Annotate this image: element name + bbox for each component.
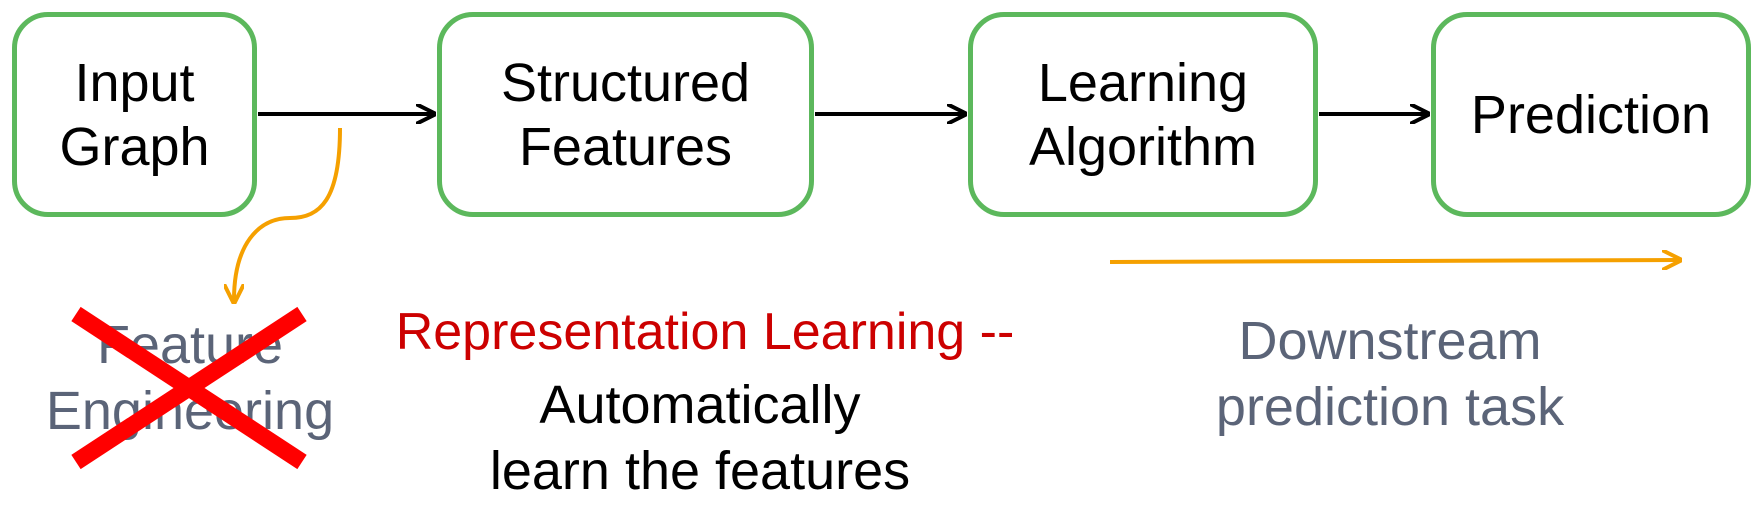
representation-learning-line1: Automatically [539,375,861,435]
learning-algorithm-box: Learning Algorithm [968,12,1318,217]
learning-algorithm-line2: Algorithm [1028,116,1258,177]
input-graph-line1: Input [74,52,195,113]
structured-features-line2: Features [518,116,733,177]
representation-learning-description: Automatically learn the features [440,372,960,504]
learning-algorithm-line1: Learning [1037,52,1249,113]
prediction-box: Prediction [1431,12,1751,217]
input-graph-line2: Graph [59,116,210,177]
prediction-line1: Prediction [1470,84,1712,145]
structured-features-line1: Structured [500,52,751,113]
arrow-downstream [1109,260,1678,262]
downstream-line1: Downstream [1238,311,1542,371]
cross-stroke-2 [71,306,307,470]
downstream-line2: prediction task [1215,377,1565,437]
input-graph-box: Input Graph [12,12,257,217]
representation-learning-title: Representation Learning -- [395,303,1015,361]
structured-features-box: Structured Features [437,12,814,217]
arrow-to-feature-engineering [234,127,342,300]
downstream-task-label: Downstream prediction task [1170,308,1610,440]
representation-learning-line2: learn the features [489,441,911,501]
